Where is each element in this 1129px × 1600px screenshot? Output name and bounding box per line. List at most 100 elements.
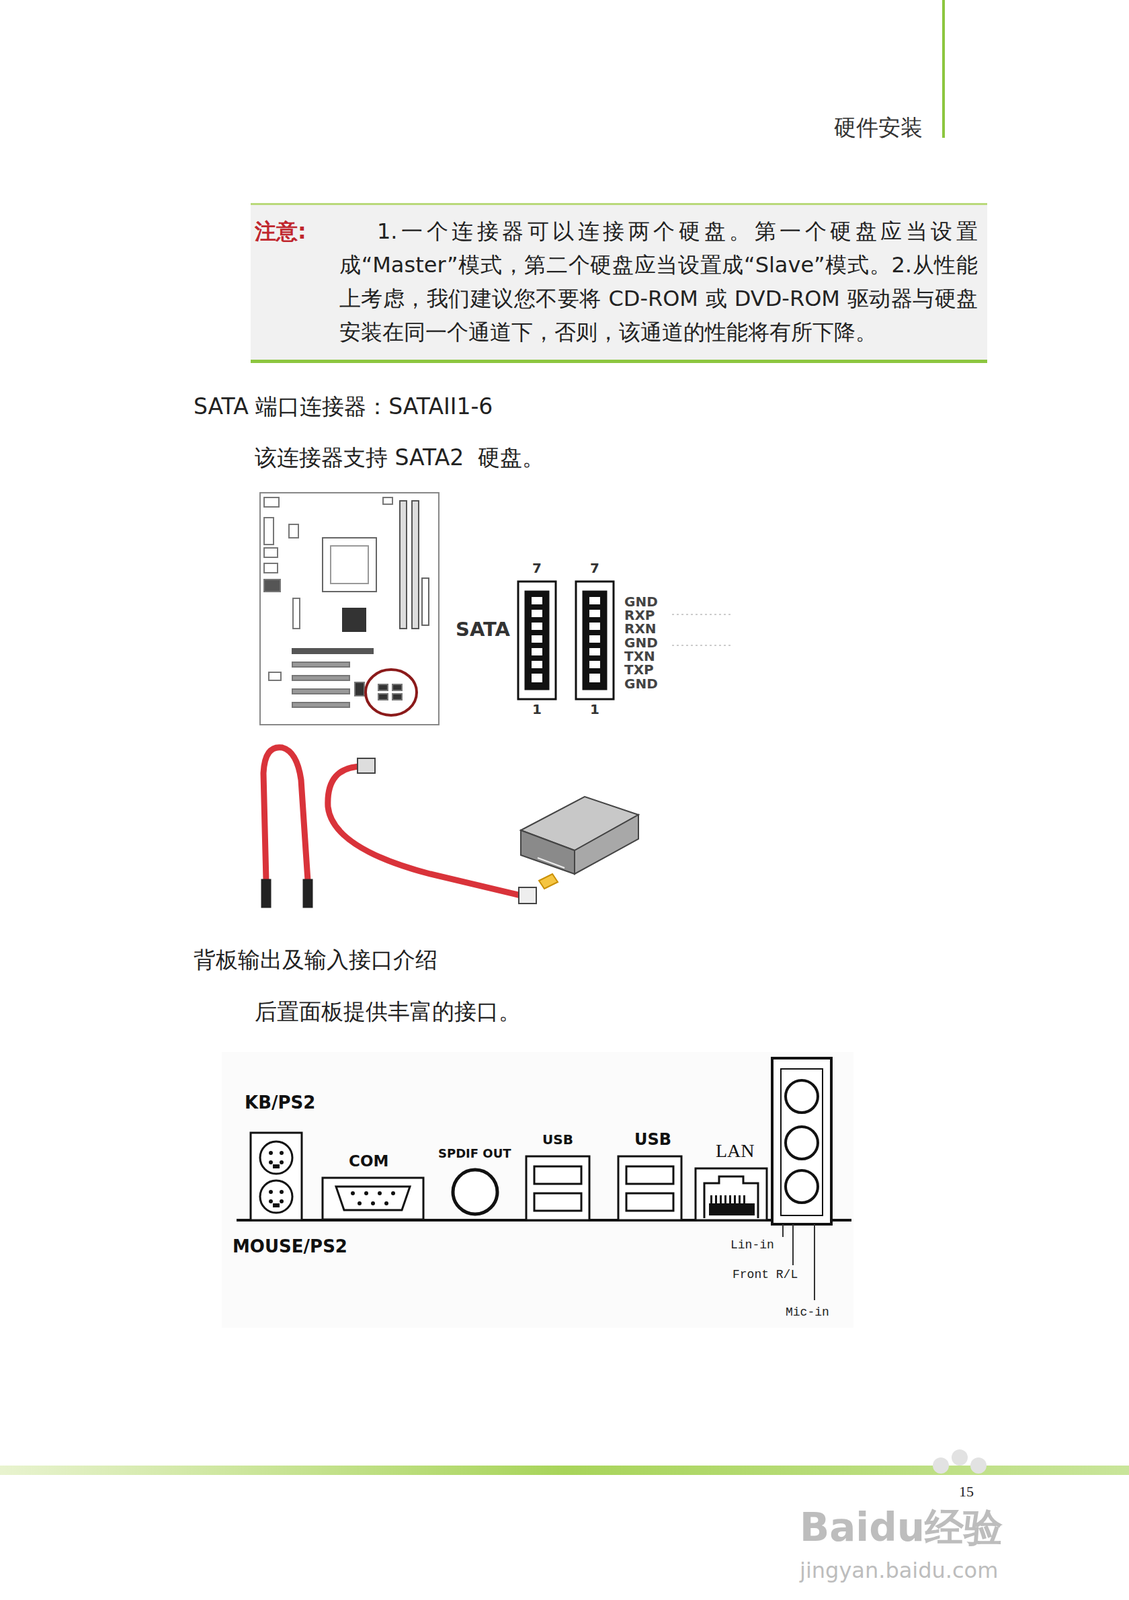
back-panel (221, 1051, 854, 1328)
port-label: SPDIF OUT (438, 1145, 512, 1161)
port-label: COM (348, 1151, 389, 1170)
sata-pins (531, 596, 601, 683)
sata-pins (589, 635, 601, 643)
back-panel (695, 1167, 767, 1220)
sata-pins (589, 609, 601, 617)
jack-label: Front R/L (732, 1266, 798, 1282)
port-detail (729, 1194, 732, 1203)
motherboard-drawing (411, 500, 419, 629)
motherboard-drawing (293, 598, 300, 629)
motherboard-drawing (292, 702, 350, 707)
pin-number: 1 (590, 700, 600, 718)
note-box: 注意:1.一个连接器可以连接两个硬盘。第一个硬盘应当设置成“Master”模式，… (250, 202, 988, 363)
motherboard-drawing (264, 547, 278, 558)
sata-pins (589, 622, 601, 630)
back-panel (785, 1079, 818, 1113)
sata-connector (518, 581, 556, 699)
port-detail (391, 1190, 396, 1195)
signal-name: GND (624, 675, 658, 692)
motherboard-drawing (378, 684, 388, 691)
sata-cable (327, 766, 521, 896)
sata-connector (575, 581, 614, 699)
motherboard-drawing (288, 524, 299, 538)
cable-plug (261, 879, 271, 908)
sata-pins (531, 609, 543, 617)
back-panel (626, 1192, 674, 1211)
back-panel (534, 1192, 582, 1211)
motherboard-drawing (268, 672, 281, 681)
motherboard-drawing (365, 669, 417, 716)
sata-pins (531, 635, 543, 643)
sata-pins (531, 660, 543, 668)
port-detail (272, 1202, 280, 1207)
motherboard-drawing (264, 563, 278, 573)
port-detail (708, 1202, 755, 1216)
cable-plug (303, 879, 313, 908)
motherboard-drawing (264, 517, 274, 545)
port-detail (268, 1150, 755, 1216)
leader-line (813, 1223, 816, 1300)
sata-cable (263, 747, 521, 896)
back-panel (250, 1132, 302, 1220)
motherboard-drawing (260, 492, 439, 725)
back-panel (780, 1068, 823, 1216)
motherboard-drawing (292, 675, 350, 681)
sata-pins (589, 596, 601, 605)
sata-pins (589, 660, 601, 668)
sata-pins (531, 622, 543, 630)
note-body: 1.一个连接器可以连接两个硬盘。第一个硬盘应当设置成“Master”模式，第二个… (339, 214, 978, 349)
port-detail (719, 1194, 722, 1203)
port-detail (357, 1200, 362, 1205)
port-detail (268, 1159, 273, 1164)
running-header: 硬件安装 (833, 114, 923, 142)
motherboard-drawing (392, 693, 402, 700)
pin-number: 7 (532, 559, 542, 576)
motherboard-drawing (383, 497, 393, 505)
port-detail (733, 1194, 736, 1203)
port-label: KB/PS2 (244, 1092, 316, 1113)
motherboard-drawing (378, 693, 388, 700)
cable-plug (357, 758, 375, 773)
sata-cable (263, 747, 308, 881)
port-detail (279, 1198, 284, 1203)
watermark: Baidu经验 (799, 1503, 1003, 1551)
back-panel (626, 1165, 674, 1184)
port-label: USB (634, 1129, 672, 1150)
port-detail (710, 1194, 713, 1203)
motherboard-drawing (292, 688, 350, 694)
motherboard-drawing (292, 661, 350, 667)
pin-number: 1 (532, 700, 542, 718)
port-detail (364, 1190, 369, 1195)
sata-pins (531, 673, 543, 683)
body-text: 背板输出及输入接口介绍 (193, 946, 438, 974)
motherboard-drawing (330, 545, 369, 584)
port-detail (279, 1159, 284, 1164)
page-number: 15 (958, 1482, 974, 1500)
back-panel (618, 1155, 682, 1220)
hard-drive (520, 796, 639, 889)
motherboard-drawing (399, 500, 407, 629)
back-panel (452, 1169, 498, 1214)
port-detail (350, 1190, 355, 1195)
header-rule (942, 0, 945, 138)
back-panel (322, 1177, 424, 1220)
motherboard-drawing (260, 492, 439, 725)
leader-line (792, 1223, 794, 1265)
dotted-guide (672, 613, 733, 615)
port-detail (268, 1150, 273, 1155)
body-text: SATA 端口连接器：SATAII1-6 (193, 393, 493, 421)
port-detail (724, 1194, 727, 1203)
body-text: 该连接器支持 SATA2 硬盘。 (254, 444, 545, 472)
dotted-guide (672, 614, 733, 646)
port-detail (715, 1194, 718, 1203)
pin-number: 7 (590, 559, 600, 576)
port-detail (272, 1163, 280, 1168)
port-label: LAN (715, 1139, 755, 1162)
motherboard-drawing (342, 608, 366, 632)
signal-name: RXN (624, 620, 657, 637)
watermark: jingyan.baidu.com (799, 1557, 998, 1583)
jack-label: Mic-in (785, 1304, 830, 1320)
port-detail (268, 1198, 273, 1203)
sata-pins (531, 647, 543, 656)
back-panel (534, 1165, 582, 1184)
